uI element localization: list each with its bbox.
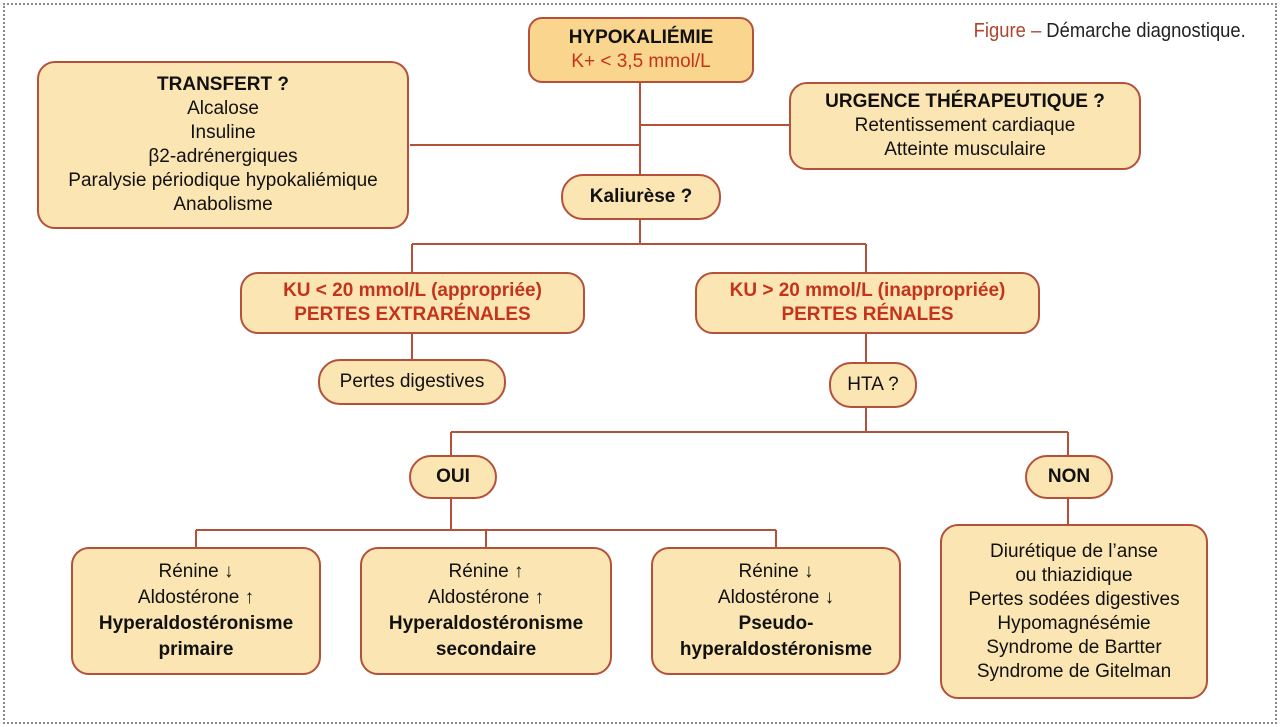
non-box: NON [1025,455,1113,499]
urgence-item: Retentissement cardiaque [854,115,1076,136]
secondaire-renine: Rénine ↑ [448,561,524,582]
non-cause-item: Syndrome de Bartter [986,636,1162,658]
ku-low-conclusion: PERTES EXTRARÉNALES [294,304,531,325]
secondaire-aldosterone: Aldostérone ↑ [427,587,545,608]
ku-low-box: KU < 20 mmol/L (appropriée) PERTES EXTRA… [240,272,585,334]
non-cause-item: ou thiazidique [1015,564,1133,586]
pseudo-renine: Rénine ↓ [738,561,814,582]
hypokaliemie-box: HYPOKALIÉMIE K+ < 3,5 mmol/L [528,17,754,83]
hypokaliemie-title: HYPOKALIÉMIE [568,27,714,48]
non-cause-item: Hypomagnésémie [997,612,1151,634]
caption-label: Figure [973,20,1027,42]
non-cause-item: Diurétique de l’anse [990,540,1158,562]
ku-low-threshold: KU < 20 mmol/L (appropriée) [283,280,542,301]
transfert-item: Insuline [190,122,256,143]
ku-high-box: KU > 20 mmol/L (inappropriée) PERTES RÉN… [695,272,1040,334]
non-causes-box: Diurétique de l’anse ou thiazidique Pert… [940,524,1208,699]
secondaire-diagnosis-type: secondaire [435,639,537,660]
figure-caption: Figure – Démarche diagnostique. [974,20,1246,43]
transfert-item: β2-adrénergiques [148,146,298,167]
primaire-diagnosis: Hyperaldostéronisme [98,613,294,634]
primaire-renine: Rénine ↓ [158,561,234,582]
caption-text: Démarche diagnostique. [1046,20,1246,42]
transfert-item: Anabolisme [173,194,273,215]
ku-high-threshold: KU > 20 mmol/L (inappropriée) [729,280,1006,301]
oui-box: OUI [409,455,497,499]
oui-label: OUI [436,466,470,487]
kaliurese-box: Kaliurèse ? [561,174,721,220]
pertes-digestives-box: Pertes digestives [318,359,506,405]
urgence-item: Atteinte musculaire [884,139,1046,160]
caption-dash: – [1031,20,1042,42]
non-cause-item: Pertes sodées digestives [968,588,1180,610]
hta-label: HTA ? [847,374,899,395]
pseudo-diagnosis-type: hyperaldostéronisme [679,639,873,660]
pseudo-diagnosis: Pseudo- [738,613,814,634]
non-label: NON [1047,466,1091,487]
hta-box: HTA ? [829,362,917,408]
figure-frame [3,3,1277,724]
pertes-digestives-label: Pertes digestives [339,371,485,392]
kaliurese-label: Kaliurèse ? [589,186,693,207]
urgence-title: URGENCE THÉRAPEUTIQUE ? [825,91,1105,112]
transfert-item: Paralysie périodique hypokaliémique [68,170,378,191]
urgence-box: URGENCE THÉRAPEUTIQUE ? Retentissement c… [789,82,1141,170]
secondaire-box: Rénine ↑ Aldostérone ↑ Hyperaldostéronis… [360,547,612,675]
primaire-aldosterone: Aldostérone ↑ [137,587,255,608]
non-cause-item: Syndrome de Gitelman [976,660,1172,682]
hypokaliemie-threshold: K+ < 3,5 mmol/L [571,51,711,72]
ku-high-conclusion: PERTES RÉNALES [781,304,954,325]
transfert-item: Alcalose [187,98,259,119]
primaire-diagnosis-type: primaire [158,639,234,660]
transfert-box: TRANSFERT ? Alcalose Insuline β2-adréner… [37,61,409,229]
pseudo-box: Rénine ↓ Aldostérone ↓ Pseudo- hyperaldo… [651,547,901,675]
secondaire-diagnosis: Hyperaldostéronisme [388,613,584,634]
transfert-title: TRANSFERT ? [157,74,289,95]
primaire-box: Rénine ↓ Aldostérone ↑ Hyperaldostéronis… [71,547,321,675]
pseudo-aldosterone: Aldostérone ↓ [717,587,835,608]
